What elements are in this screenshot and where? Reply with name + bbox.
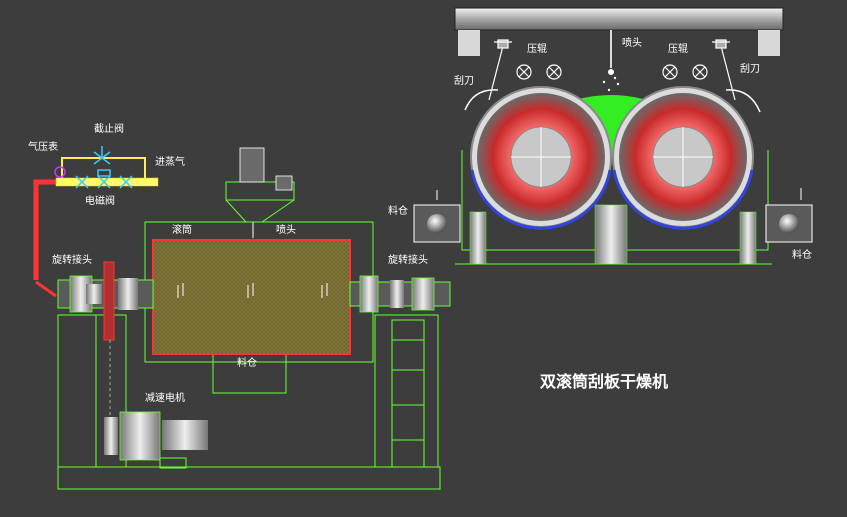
base-frame: [57, 466, 441, 490]
hopper-right-icon: [765, 188, 813, 243]
drive-gear: [103, 261, 115, 341]
diagram-title: 双滚筒刮板干燥机: [540, 372, 668, 391]
drum-body: [152, 239, 351, 355]
hopper-left-label: 料仓: [388, 204, 408, 217]
left-shaft: [57, 261, 154, 420]
scraper-right-icon: [712, 39, 736, 101]
hopper-right-label: 料仓: [792, 248, 812, 261]
steam-piping: [33, 146, 159, 298]
right-shaft: [349, 275, 451, 313]
rotary-joint-right-label: 旋转接头: [388, 253, 428, 266]
pressure-gauge-label: 气压表: [28, 140, 58, 153]
stop-valve-icon: [93, 146, 111, 165]
scraper-left-label: 刮刀: [454, 74, 474, 87]
nozzle-label: 喷头: [276, 224, 296, 236]
cross-section: [413, 7, 813, 265]
gear-motor-label: 减速电机: [145, 391, 185, 404]
stop-valve-label: 截止阀: [94, 122, 124, 135]
pressure-gauge-icon: [54, 166, 66, 178]
scraper-right-label: 刮刀: [740, 62, 760, 75]
right-support: [374, 314, 439, 468]
solenoid-valve-label: 电磁阀: [85, 194, 115, 207]
rotary-joint-left-label: 旋转接头: [52, 253, 92, 266]
press-roller-icons: [516, 64, 708, 80]
top-beam: [454, 7, 784, 31]
nozzle-top-label: 喷头: [622, 37, 642, 49]
solenoid-valve-icon: [75, 169, 133, 189]
press-roller-left-label: 压辊: [527, 42, 547, 55]
steam-inlet-label: 进蒸气: [155, 155, 185, 168]
hopper-left-icon: [413, 190, 461, 243]
nozzle-motor: [239, 147, 265, 183]
gear-motor: [104, 411, 208, 469]
hopper-label: 料仓: [237, 356, 257, 369]
drum-label: 滚筒: [172, 223, 192, 236]
scraper-left-icon: [488, 39, 512, 101]
press-roller-right-label: 压辊: [668, 42, 688, 55]
